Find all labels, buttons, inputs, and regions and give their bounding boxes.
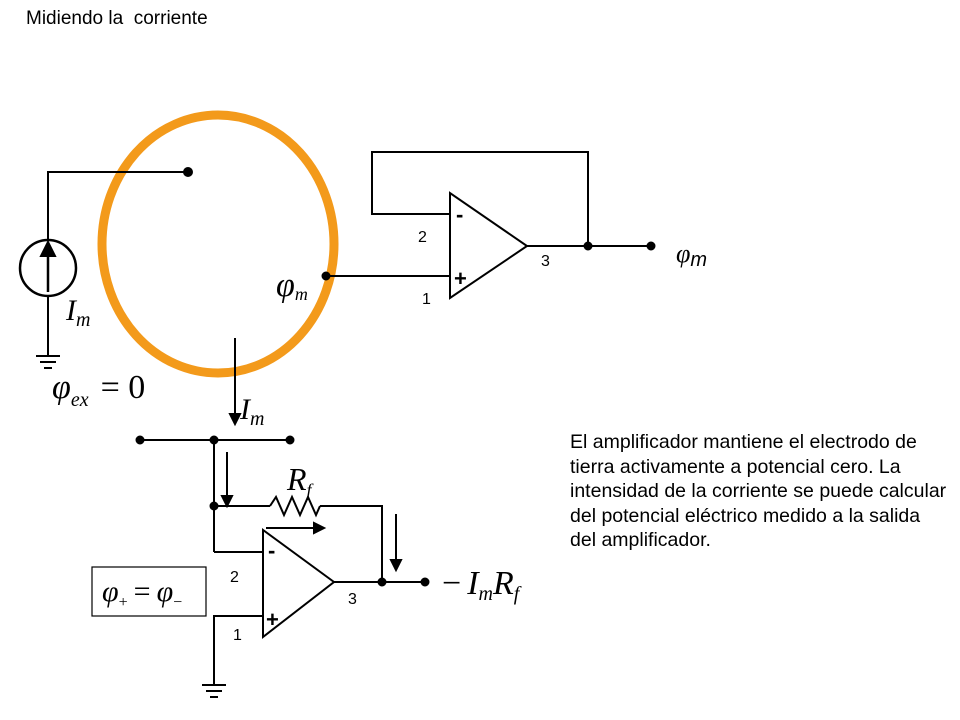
- current-into-ground-label: Im: [239, 393, 264, 430]
- top-op-amp-plus-sign: +: [454, 266, 467, 291]
- feedback-resistor: [269, 494, 321, 518]
- top-op-amp-minus-sign: -: [456, 202, 463, 227]
- top-output-terminal: [646, 241, 656, 251]
- top-output-node: [583, 241, 593, 251]
- source-arrow-head: [39, 239, 57, 257]
- follower-feedback-wire: [371, 151, 589, 246]
- explanation-text: El amplificador mantiene el electrodo de…: [570, 431, 947, 551]
- top-input-terminal: [321, 271, 331, 281]
- current-arrow-head: [228, 413, 242, 427]
- current-source: [18, 167, 193, 369]
- source-top-wire: [47, 171, 188, 240]
- virtual-ground-box: [91, 566, 207, 617]
- phi-m-input-label: φm: [276, 267, 308, 304]
- resistor-right-lead: [320, 505, 383, 582]
- bus-left-terminal: [135, 435, 145, 445]
- bottom-op-amp-minus-sign: -: [268, 538, 275, 563]
- bottom-pin-1: 1: [233, 627, 242, 644]
- top-op-amp: [321, 151, 656, 300]
- top-pin-2: 2: [418, 229, 427, 246]
- left-flow-arrow-head: [220, 495, 234, 509]
- current-source-label: Im: [65, 294, 90, 331]
- noninverting-ground-wire: [213, 615, 263, 685]
- phi-m-output-label: φm: [676, 239, 707, 271]
- virtual-ground-equation: φ+=φ−: [102, 575, 182, 611]
- right-flow-arrow-head: [389, 559, 403, 573]
- feedback-resistor-label: Rf: [286, 461, 315, 500]
- bottom-op-amp-plus-sign: +: [266, 607, 279, 632]
- electrode-terminal: [183, 167, 193, 177]
- resistor-flow-arrow-head: [313, 521, 327, 535]
- ground-symbol-bottom: [202, 684, 226, 698]
- output-expression: −ImRf: [442, 565, 522, 605]
- top-op-amp-body: [449, 191, 529, 300]
- bottom-circuit-wires: [135, 338, 430, 698]
- bottom-pin-2: 2: [230, 569, 239, 586]
- phi-ex-label: φex= 0: [52, 369, 145, 411]
- top-pin-3: 3: [541, 253, 550, 270]
- top-pin-1: 1: [422, 291, 431, 308]
- slide-title: Midiendo la corriente: [26, 8, 208, 29]
- ground-symbol-left: [36, 355, 60, 369]
- bottom-op-amp-body: [262, 528, 336, 640]
- electrode-ring: [97, 110, 339, 378]
- bottom-output-terminal: [420, 577, 430, 587]
- bottom-pin-3: 3: [348, 591, 357, 608]
- bus-right-terminal: [285, 435, 295, 445]
- bottom-output-node: [377, 577, 387, 587]
